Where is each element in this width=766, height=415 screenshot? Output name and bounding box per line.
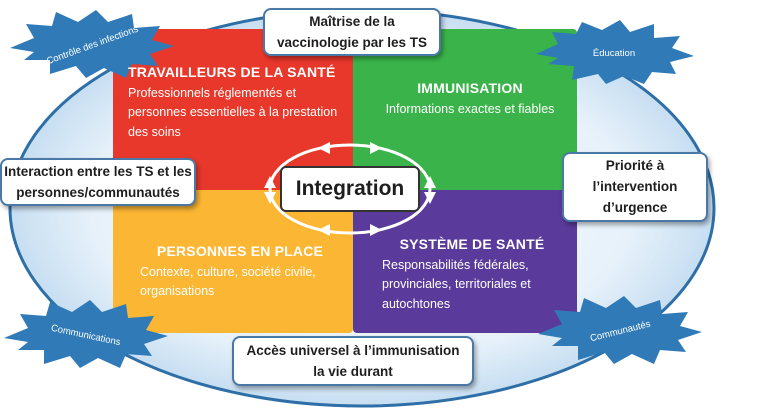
box-line: d’urgence [602,199,668,215]
box-line: Priorité à [605,158,665,173]
quadrant-title: IMMUNISATION [417,80,523,96]
quadrant-title: PERSONNES EN PLACE [156,243,324,259]
box-vaccinology: Maîtrise de la vaccinologie par les TS [263,8,441,56]
quadrant-immunization: IMMUNISATION Informations exactes et fia… [370,80,570,119]
quadrant-text: Contexte, culture, société civile, organ… [140,265,316,299]
double-headed-arrow-icon [264,142,436,236]
quadrant-purple-bg [353,190,577,333]
quadrant-text: Professionnels réglementés et personnes … [128,86,338,139]
burst-bottom-left: Communications [4,300,168,368]
quadrant-title: SYSTÈME DE SANTÉ [399,236,545,252]
quadrant-health-system: SYSTÈME DE SANTÉ Responsabilités fédéral… [382,236,562,314]
box-line: la vie durant [313,363,393,379]
box-line: Accès universel à l’immunisation [246,343,460,358]
quadrant-green-bg [353,29,577,190]
box-line: Maîtrise de la [309,14,395,29]
box-line: l’intervention [592,178,678,194]
quadrant-people-in-place: PERSONNES EN PLACE Contexte, culture, so… [140,243,340,302]
burst-top-right-label: Éducation [593,48,635,59]
burst-bottom-right: Communautés [538,296,702,364]
quadrant-text: Informations exactes et fiables [385,102,555,116]
box-universal-access: Accès universel à l’immunisation la vie … [232,336,474,386]
quadrant-text: Responsabilités fédérales, provinciales,… [382,258,531,311]
box-emergency-priority: Priorité à l’intervention d’urgence [562,152,708,222]
integration-label: Integration [280,166,420,212]
integration-loop [268,143,432,235]
box-line: personnes/communautés [16,184,180,200]
burst-top-right: Éducation [536,20,694,84]
quadrant-title: TRAVAILLEURS DE LA SANTÉ [128,64,336,80]
quadrant-red-bg [113,29,353,190]
burst-top-left: Contrôle des infections [10,10,174,78]
box-interaction: Interaction entre les TS et les personne… [0,158,196,206]
box-line: vaccinologie par les TS [276,34,428,50]
box-line: Interaction entre les TS et les [4,164,192,179]
quadrant-yellow-bg [113,190,353,333]
quadrant-health-workers: TRAVAILLEURS DE LA SANTÉ Professionnels … [128,64,348,142]
